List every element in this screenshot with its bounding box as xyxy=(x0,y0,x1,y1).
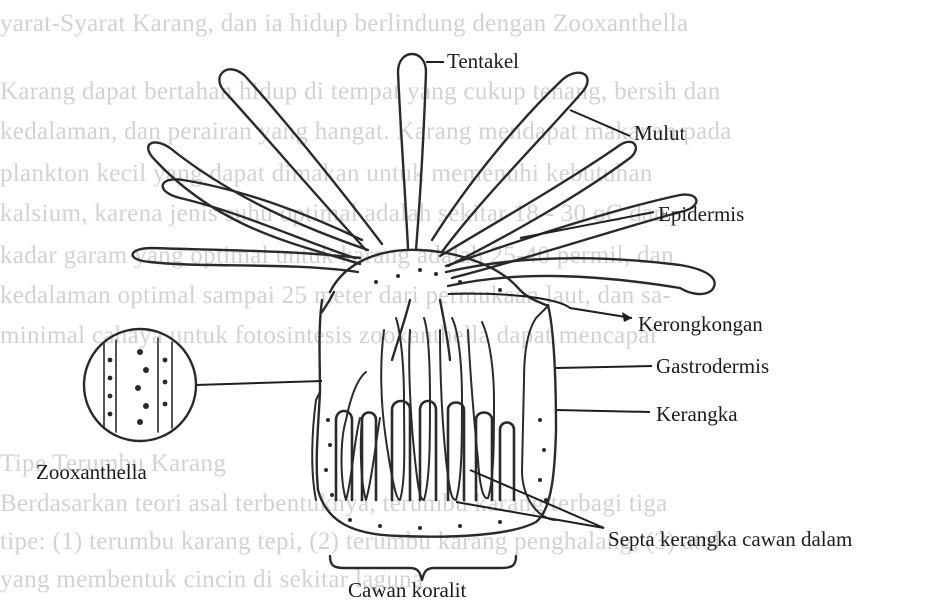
leader-septa-1 xyxy=(470,470,604,528)
label-cawan-koralit: Cawan koralit xyxy=(348,580,466,601)
tentacle xyxy=(398,54,426,250)
label-epidermis: Epidermis xyxy=(658,204,744,225)
label-zooxanthella: Zooxanthella xyxy=(36,462,147,483)
tentacle xyxy=(163,179,362,258)
label-kerangka: Kerangka xyxy=(656,404,738,425)
corallite-bracket xyxy=(330,556,516,580)
label-septa: Septa kerangka cawan dalam xyxy=(608,529,852,550)
tentacle xyxy=(432,73,588,252)
leader-gastrodermis xyxy=(556,366,652,368)
tentacle xyxy=(446,258,715,294)
pharynx xyxy=(392,300,450,360)
tentacle xyxy=(440,142,636,266)
leader-mulut xyxy=(570,110,630,136)
skeleton-septa xyxy=(336,401,514,500)
label-mulut: Mulut xyxy=(634,123,685,144)
body-left-lip xyxy=(322,292,334,312)
tentacle xyxy=(148,142,368,264)
tentacle xyxy=(133,248,360,272)
tentacles xyxy=(133,54,715,294)
label-gastrodermis: Gastrodermis xyxy=(656,356,769,377)
leader-lines xyxy=(196,62,654,528)
label-kerongkongan: Kerongkongan xyxy=(638,314,763,335)
septa-folds xyxy=(342,318,495,500)
leader-kerangka xyxy=(556,410,650,412)
label-tentakel: Tentakel xyxy=(447,51,519,72)
polyp-body xyxy=(312,250,556,537)
leader-zooxanthella xyxy=(196,381,322,385)
